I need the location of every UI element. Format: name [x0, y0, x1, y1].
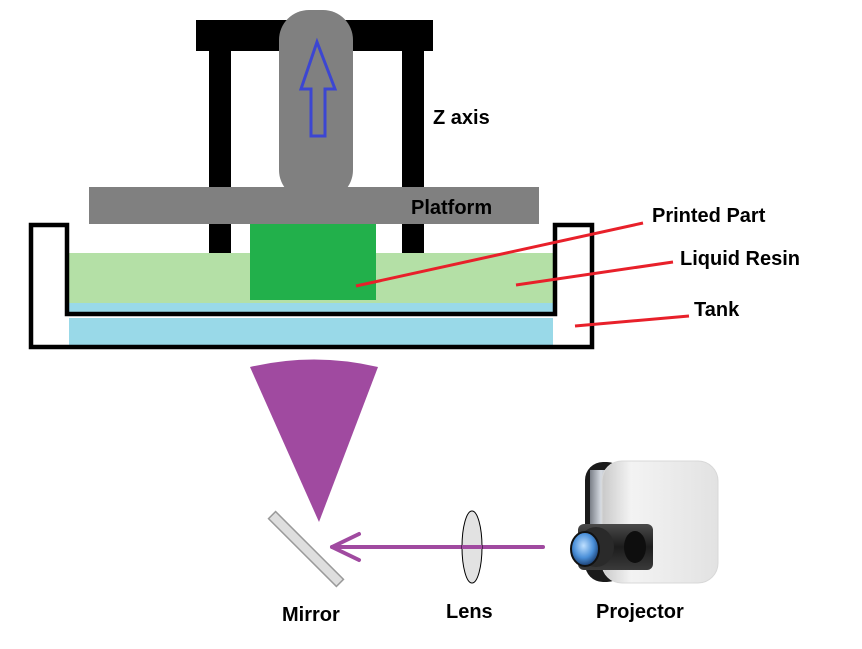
- build-platform: [89, 187, 539, 224]
- label-z-axis: Z axis: [433, 107, 490, 129]
- printed-part: [250, 224, 376, 300]
- label-projector: Projector: [596, 601, 684, 623]
- leader-lines: [355, 221, 690, 328]
- label-liquid-resin: Liquid Resin: [680, 248, 800, 270]
- light-beam-cone: [250, 359, 378, 522]
- label-lens: Lens: [446, 601, 493, 623]
- label-mirror: Mirror: [282, 604, 340, 626]
- z-axis-carriage: [279, 10, 353, 200]
- projector-icon: [570, 460, 719, 584]
- leader-line-tank: [574, 314, 690, 328]
- tank-glass-base: [69, 318, 553, 345]
- label-printed-part: Printed Part: [652, 205, 766, 227]
- resin-bottom-layer: [69, 303, 553, 312]
- leader-line-printed-part: [355, 221, 644, 288]
- leader-line-liquid-resin: [515, 260, 674, 287]
- mirror-icon: [267, 510, 345, 588]
- light-beam-arrow: [330, 532, 545, 562]
- z-axis-up-arrow-icon: [298, 37, 338, 138]
- label-platform: Platform: [411, 197, 492, 219]
- tank-outline: [28, 222, 595, 350]
- label-tank: Tank: [694, 299, 740, 321]
